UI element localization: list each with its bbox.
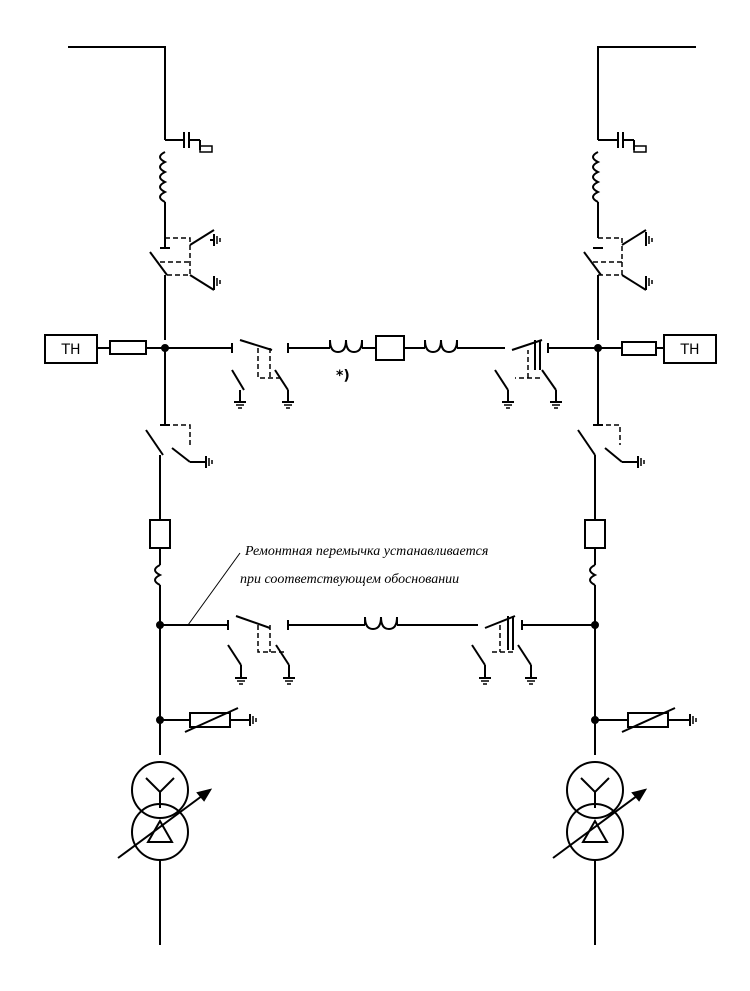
repair-jumper: [160, 615, 595, 685]
right-line-feeder: [583, 46, 696, 340]
left-transformer-branch: [117, 348, 257, 945]
circuit-breaker-icon: [375, 335, 405, 361]
tn-right-label: ТН: [679, 342, 699, 358]
top-bridge: [165, 335, 598, 409]
note-mark: *): [336, 368, 350, 384]
disconnector-icon: [149, 238, 170, 340]
annotation-line-1: Ремонтная перемычка устанавливается: [244, 544, 488, 559]
right-transformer-branch: [552, 348, 697, 945]
earthing-switch-icon: [189, 229, 215, 291]
tn-left-label: ТН: [60, 342, 80, 358]
annotation-line-2: при соответствующем обосновании: [240, 572, 459, 587]
reactor-coil-icon: [159, 151, 168, 203]
left-line-feeder: [68, 46, 221, 340]
coupling-capacitor-icon: [165, 132, 213, 153]
fuse-icon: [109, 340, 147, 355]
current-transformer-icon: [329, 339, 363, 354]
power-transformer-icon: [117, 761, 213, 861]
